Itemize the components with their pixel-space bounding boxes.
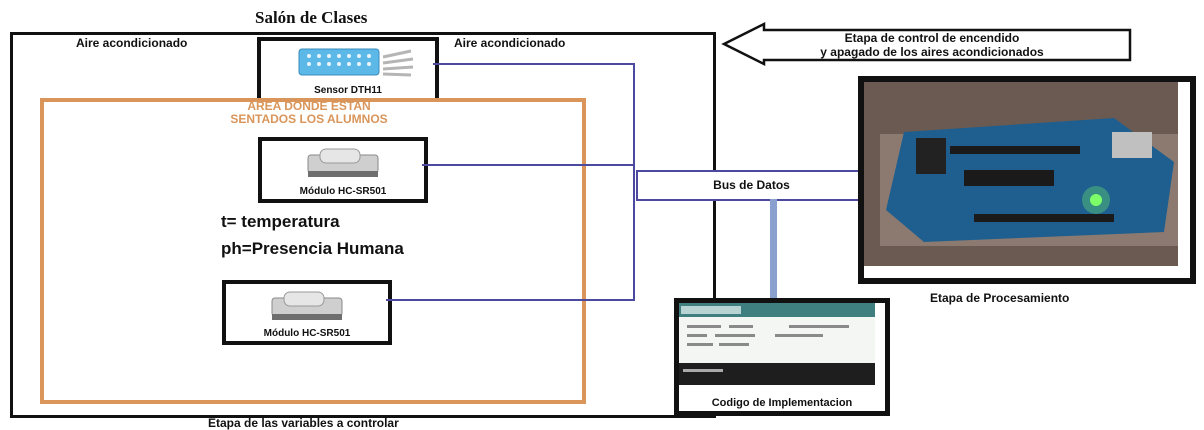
data-bus: Bus de Datos — [636, 170, 867, 201]
wire-pir-2 — [386, 299, 635, 301]
code-window-frame: Codigo de Implementacion — [674, 298, 890, 416]
arduino-board-image — [864, 82, 1182, 266]
pir-sensor-2-image — [271, 291, 343, 320]
student-area — [40, 98, 586, 404]
wire-pir-1 — [422, 164, 635, 166]
control-stage-line2: y apagado de los aires acondicionados — [820, 45, 1044, 59]
variables-stage-label: Etapa de las variables a controlar — [208, 416, 399, 430]
data-bus-label: Bus de Datos — [713, 178, 790, 192]
bus-to-code-connector — [770, 199, 777, 298]
student-area-title: AREA DONDE ESTAN SENTADOS LOS ALUMNOS — [40, 100, 578, 126]
student-area-line2: SENTADOS LOS ALUMNOS — [230, 112, 388, 126]
pir-sensor-1-box: Módulo HC-SR501 — [258, 137, 428, 203]
ac-right-label: Aire acondicionado — [454, 36, 566, 50]
classroom-boundary — [10, 32, 716, 418]
arduino-frame — [858, 76, 1196, 284]
pir-sensor-2-box: Módulo HC-SR501 — [222, 280, 392, 345]
control-stage-line1: Etapa de control de encendido — [844, 31, 1020, 45]
pir-sensor-2-caption: Módulo HC-SR501 — [263, 328, 351, 339]
pir-sensor-1-image — [307, 148, 379, 177]
dht11-sensor-image — [298, 48, 414, 77]
pir-sensor-1-caption: Módulo HC-SR501 — [299, 186, 387, 197]
dht11-caption: Sensor DTH11 — [314, 85, 382, 96]
student-area-line1: AREA DONDE ESTAN — [247, 99, 371, 113]
wire-vertical-trunk — [633, 63, 635, 301]
control-stage-text: Etapa de control de encendido y apagado … — [752, 31, 1112, 59]
legend-human-presence: ph=Presencia Humana — [221, 239, 404, 258]
code-window-image — [679, 303, 875, 385]
diagram-title: Salón de Clases — [255, 8, 368, 27]
control-stage-arrow — [721, 22, 1132, 66]
code-window-caption: Codigo de Implementacion — [711, 397, 853, 409]
wire-dht11 — [433, 63, 635, 65]
processing-stage-label: Etapa de Procesamiento — [930, 291, 1070, 305]
ac-left-label: Aire acondicionado — [76, 36, 188, 50]
legend-temperature: t= temperatura — [221, 212, 340, 231]
dht11-sensor-box: Sensor DTH11 — [257, 37, 439, 102]
